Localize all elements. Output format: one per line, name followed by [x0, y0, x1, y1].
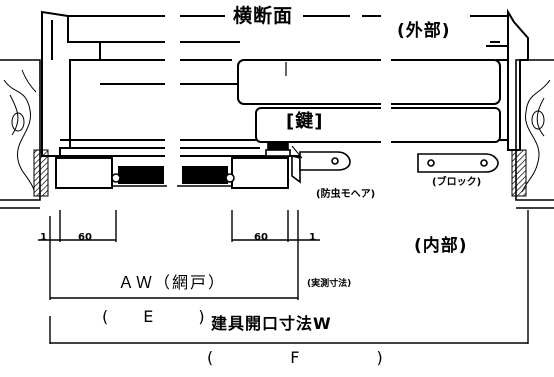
dimension-lines	[38, 210, 529, 344]
dimension-60-left: 60	[78, 232, 92, 243]
dimension-1-left: 1	[40, 232, 47, 243]
f-letter: F	[290, 348, 301, 367]
left-wall	[0, 59, 49, 201]
screen-frames	[55, 157, 289, 189]
top-rails	[60, 15, 508, 157]
diagram-title: 横断面	[233, 5, 294, 27]
f-dimension: ( F)	[207, 350, 384, 366]
measured-dimension-label: (実測寸法)	[307, 279, 352, 289]
inner-sash	[255, 107, 501, 143]
inside-label: (内部)	[414, 236, 468, 256]
key-label: [鍵]	[286, 111, 324, 132]
aw-screen-label: ＡＷ（網戸）	[118, 273, 227, 292]
e-open-paren: (	[102, 307, 110, 326]
right-wall	[511, 59, 554, 201]
e-letter: E	[143, 307, 155, 326]
opening-dimension-w-label: 建具開口寸法W	[211, 314, 332, 333]
block-part	[417, 153, 499, 173]
f-close-paren: )	[376, 348, 384, 367]
break-gaps	[167, 8, 391, 200]
outer-sash	[237, 59, 501, 105]
block-label: (ブロック)	[432, 177, 482, 188]
dimension-60-right: 60	[254, 232, 268, 243]
outside-label: (外部)	[397, 21, 451, 41]
left-frame	[41, 10, 110, 157]
e-close-paren: )	[198, 307, 206, 326]
f-open-paren: (	[207, 348, 215, 367]
screen-mesh	[111, 166, 235, 187]
e-dimension: ( E)	[102, 309, 206, 325]
dimension-1-right: 1	[309, 232, 316, 243]
mohair-label: (防虫モヘア)	[316, 189, 376, 200]
